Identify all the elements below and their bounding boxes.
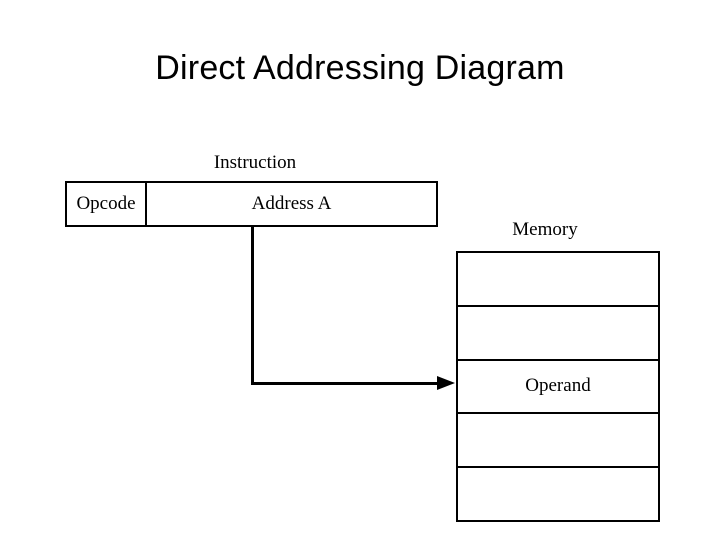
connector-vertical-line — [251, 227, 254, 384]
arrow-right-icon — [437, 376, 455, 390]
instruction-field-opcode: Opcode — [67, 183, 147, 225]
instruction-box: Opcode Address A — [65, 181, 438, 227]
memory-cell-2 — [458, 307, 658, 361]
memory-cell-1 — [458, 253, 658, 307]
page-title: Direct Addressing Diagram — [155, 49, 565, 87]
instruction-field-address: Address A — [251, 193, 332, 214]
memory-box: Operand — [456, 251, 660, 522]
memory-cell-4 — [458, 414, 658, 469]
memory-caption: Memory — [512, 219, 578, 240]
instruction-caption: Instruction — [213, 152, 297, 173]
memory-cell-operand: Operand — [458, 361, 658, 415]
memory-cell-5 — [458, 468, 658, 520]
connector-horizontal-line — [251, 382, 443, 385]
